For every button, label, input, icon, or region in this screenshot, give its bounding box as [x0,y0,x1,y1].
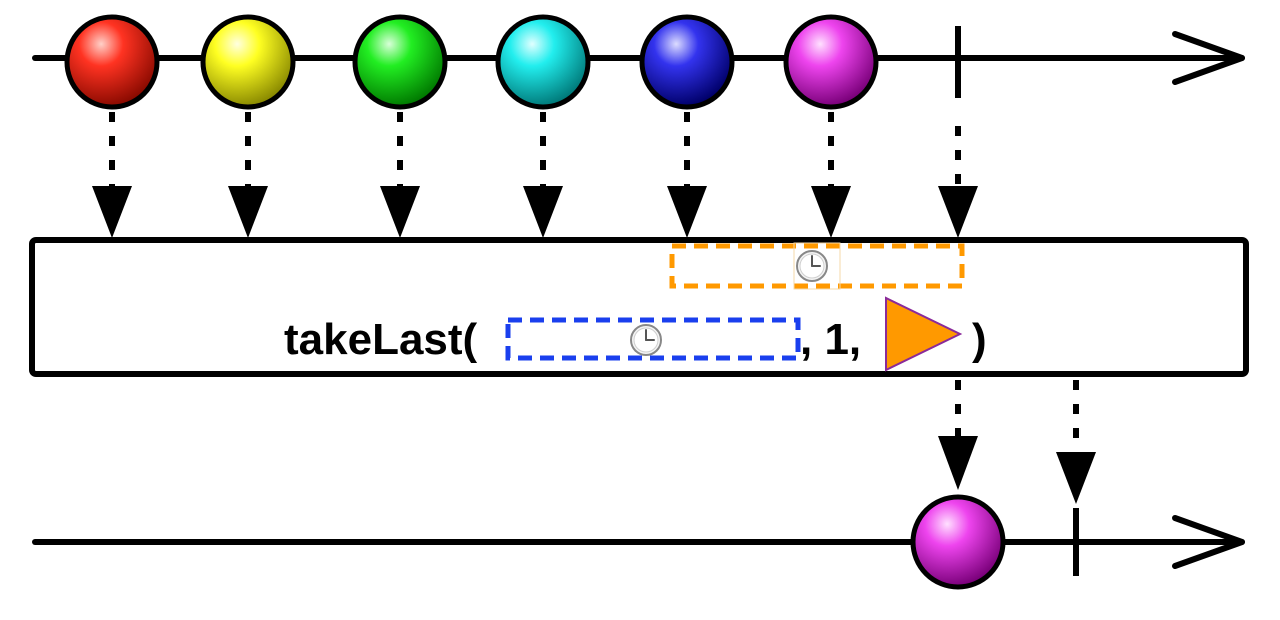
input-arrowhead [1172,31,1245,85]
input-marble-red [64,14,160,110]
time-window-box [669,243,965,289]
arrow-red [92,112,132,238]
count-argument: , 1, [800,315,861,364]
arrow-green [380,112,420,238]
operator-name: takeLast( [284,315,478,364]
input-timeline [32,14,1245,110]
window-clock-frame [793,242,841,290]
output-arrows [938,380,1096,504]
input-marble-cyan [495,14,591,110]
arrow-completion [938,126,978,238]
arrow-blue [667,112,707,238]
arrow-out-magenta [938,380,978,490]
input-marble-yellow [200,14,296,110]
scheduler-play-triangle-icon [885,296,963,372]
arrow-yellow [228,112,268,238]
operator-close-paren: ) [972,315,987,364]
input-marble-magenta [783,14,879,110]
window-clock-icon [796,250,828,282]
arrow-cyan [523,112,563,238]
duration-box [505,317,801,361]
output-marble-magenta [910,494,1006,590]
input-marble-blue [639,14,735,110]
duration-clock-icon [630,324,662,356]
output-timeline [32,494,1245,590]
input-arrows [92,112,978,238]
arrow-out-completion [1056,380,1096,504]
output-arrowhead [1172,515,1245,569]
operator-box: takeLast( , 1, ) [29,237,1249,377]
input-marble-green [352,14,448,110]
arrow-magenta [811,112,851,238]
